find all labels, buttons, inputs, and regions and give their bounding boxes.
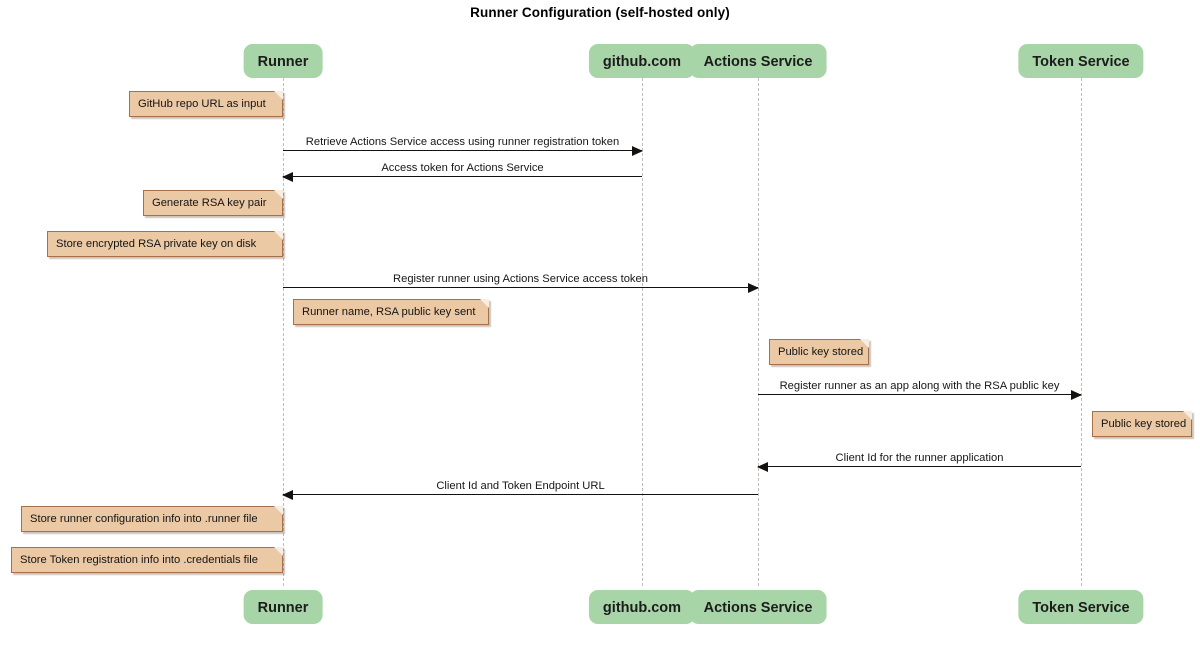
participant-github-top[interactable]: github.com xyxy=(588,44,696,78)
note-text: Public key stored xyxy=(778,346,864,358)
participant-actions-bottom[interactable]: Actions Service xyxy=(689,590,827,624)
lifeline-token xyxy=(1081,78,1082,586)
message-client-id-for-runner-app[interactable]: Client Id for the runner application xyxy=(757,452,1081,472)
note-text: Store Token registration info into .cred… xyxy=(20,554,258,566)
note-fold-icon xyxy=(274,190,283,199)
arrowhead-right-icon xyxy=(1071,390,1082,400)
note-text: Runner name, RSA public key sent xyxy=(302,306,476,318)
message-label: Client Id for the runner application xyxy=(835,452,1004,464)
note-fold-icon xyxy=(274,91,283,100)
participant-token-top[interactable]: Token Service xyxy=(1018,44,1144,78)
note-github-repo-url: GitHub repo URL as input xyxy=(129,91,283,117)
arrowhead-right-icon xyxy=(748,283,759,293)
message-label: Access token for Actions Service xyxy=(381,162,544,174)
note-fold-icon xyxy=(274,231,283,240)
note-text: Public key stored xyxy=(1101,418,1187,430)
note-runner-name-public-key-sent: Runner name, RSA public key sent xyxy=(293,299,489,325)
participant-runner-top[interactable]: Runner xyxy=(243,44,323,78)
message-register-runner[interactable]: Register runner using Actions Service ac… xyxy=(283,273,759,293)
note-store-token-registration: Store Token registration info into .cred… xyxy=(11,547,283,573)
note-text: Store runner configuration info into .ru… xyxy=(30,513,258,525)
note-generate-rsa-key-pair: Generate RSA key pair xyxy=(143,190,283,216)
note-fold-icon xyxy=(1183,411,1192,420)
note-fold-icon xyxy=(860,339,869,348)
message-label: Register runner as an app along with the… xyxy=(779,380,1060,392)
note-text: GitHub repo URL as input xyxy=(138,98,266,110)
note-store-encrypted-private-key: Store encrypted RSA private key on disk xyxy=(47,231,283,257)
participant-runner-bottom[interactable]: Runner xyxy=(243,590,323,624)
page-title: Runner Configuration (self-hosted only) xyxy=(470,5,730,20)
message-client-id-and-token-endpoint[interactable]: Client Id and Token Endpoint URL xyxy=(282,480,758,500)
arrowhead-left-icon xyxy=(282,172,293,182)
note-store-runner-config: Store runner configuration info into .ru… xyxy=(21,506,283,532)
participant-github-bottom[interactable]: github.com xyxy=(588,590,696,624)
arrowhead-left-icon xyxy=(282,490,293,500)
lifeline-actions xyxy=(758,78,759,586)
message-label: Register runner using Actions Service ac… xyxy=(393,273,648,285)
message-label: Retrieve Actions Service access using ru… xyxy=(305,136,620,148)
message-register-runner-as-app[interactable]: Register runner as an app along with the… xyxy=(758,380,1082,400)
participant-token-bottom[interactable]: Token Service xyxy=(1018,590,1144,624)
note-public-key-stored-token: Public key stored xyxy=(1092,411,1192,437)
message-access-token-for-actions[interactable]: Access token for Actions Service xyxy=(282,162,642,182)
arrowhead-right-icon xyxy=(632,146,643,156)
message-retrieve-actions-access[interactable]: Retrieve Actions Service access using ru… xyxy=(283,136,643,156)
note-text: Generate RSA key pair xyxy=(152,197,267,209)
arrowhead-left-icon xyxy=(757,462,768,472)
lifeline-github xyxy=(642,78,643,586)
lifeline-runner xyxy=(283,78,284,586)
message-label: Client Id and Token Endpoint URL xyxy=(436,480,605,492)
note-fold-icon xyxy=(480,299,489,308)
note-public-key-stored-actions: Public key stored xyxy=(769,339,869,365)
note-fold-icon xyxy=(274,547,283,556)
participant-actions-top[interactable]: Actions Service xyxy=(689,44,827,78)
note-text: Store encrypted RSA private key on disk xyxy=(56,238,257,250)
note-fold-icon xyxy=(274,506,283,515)
